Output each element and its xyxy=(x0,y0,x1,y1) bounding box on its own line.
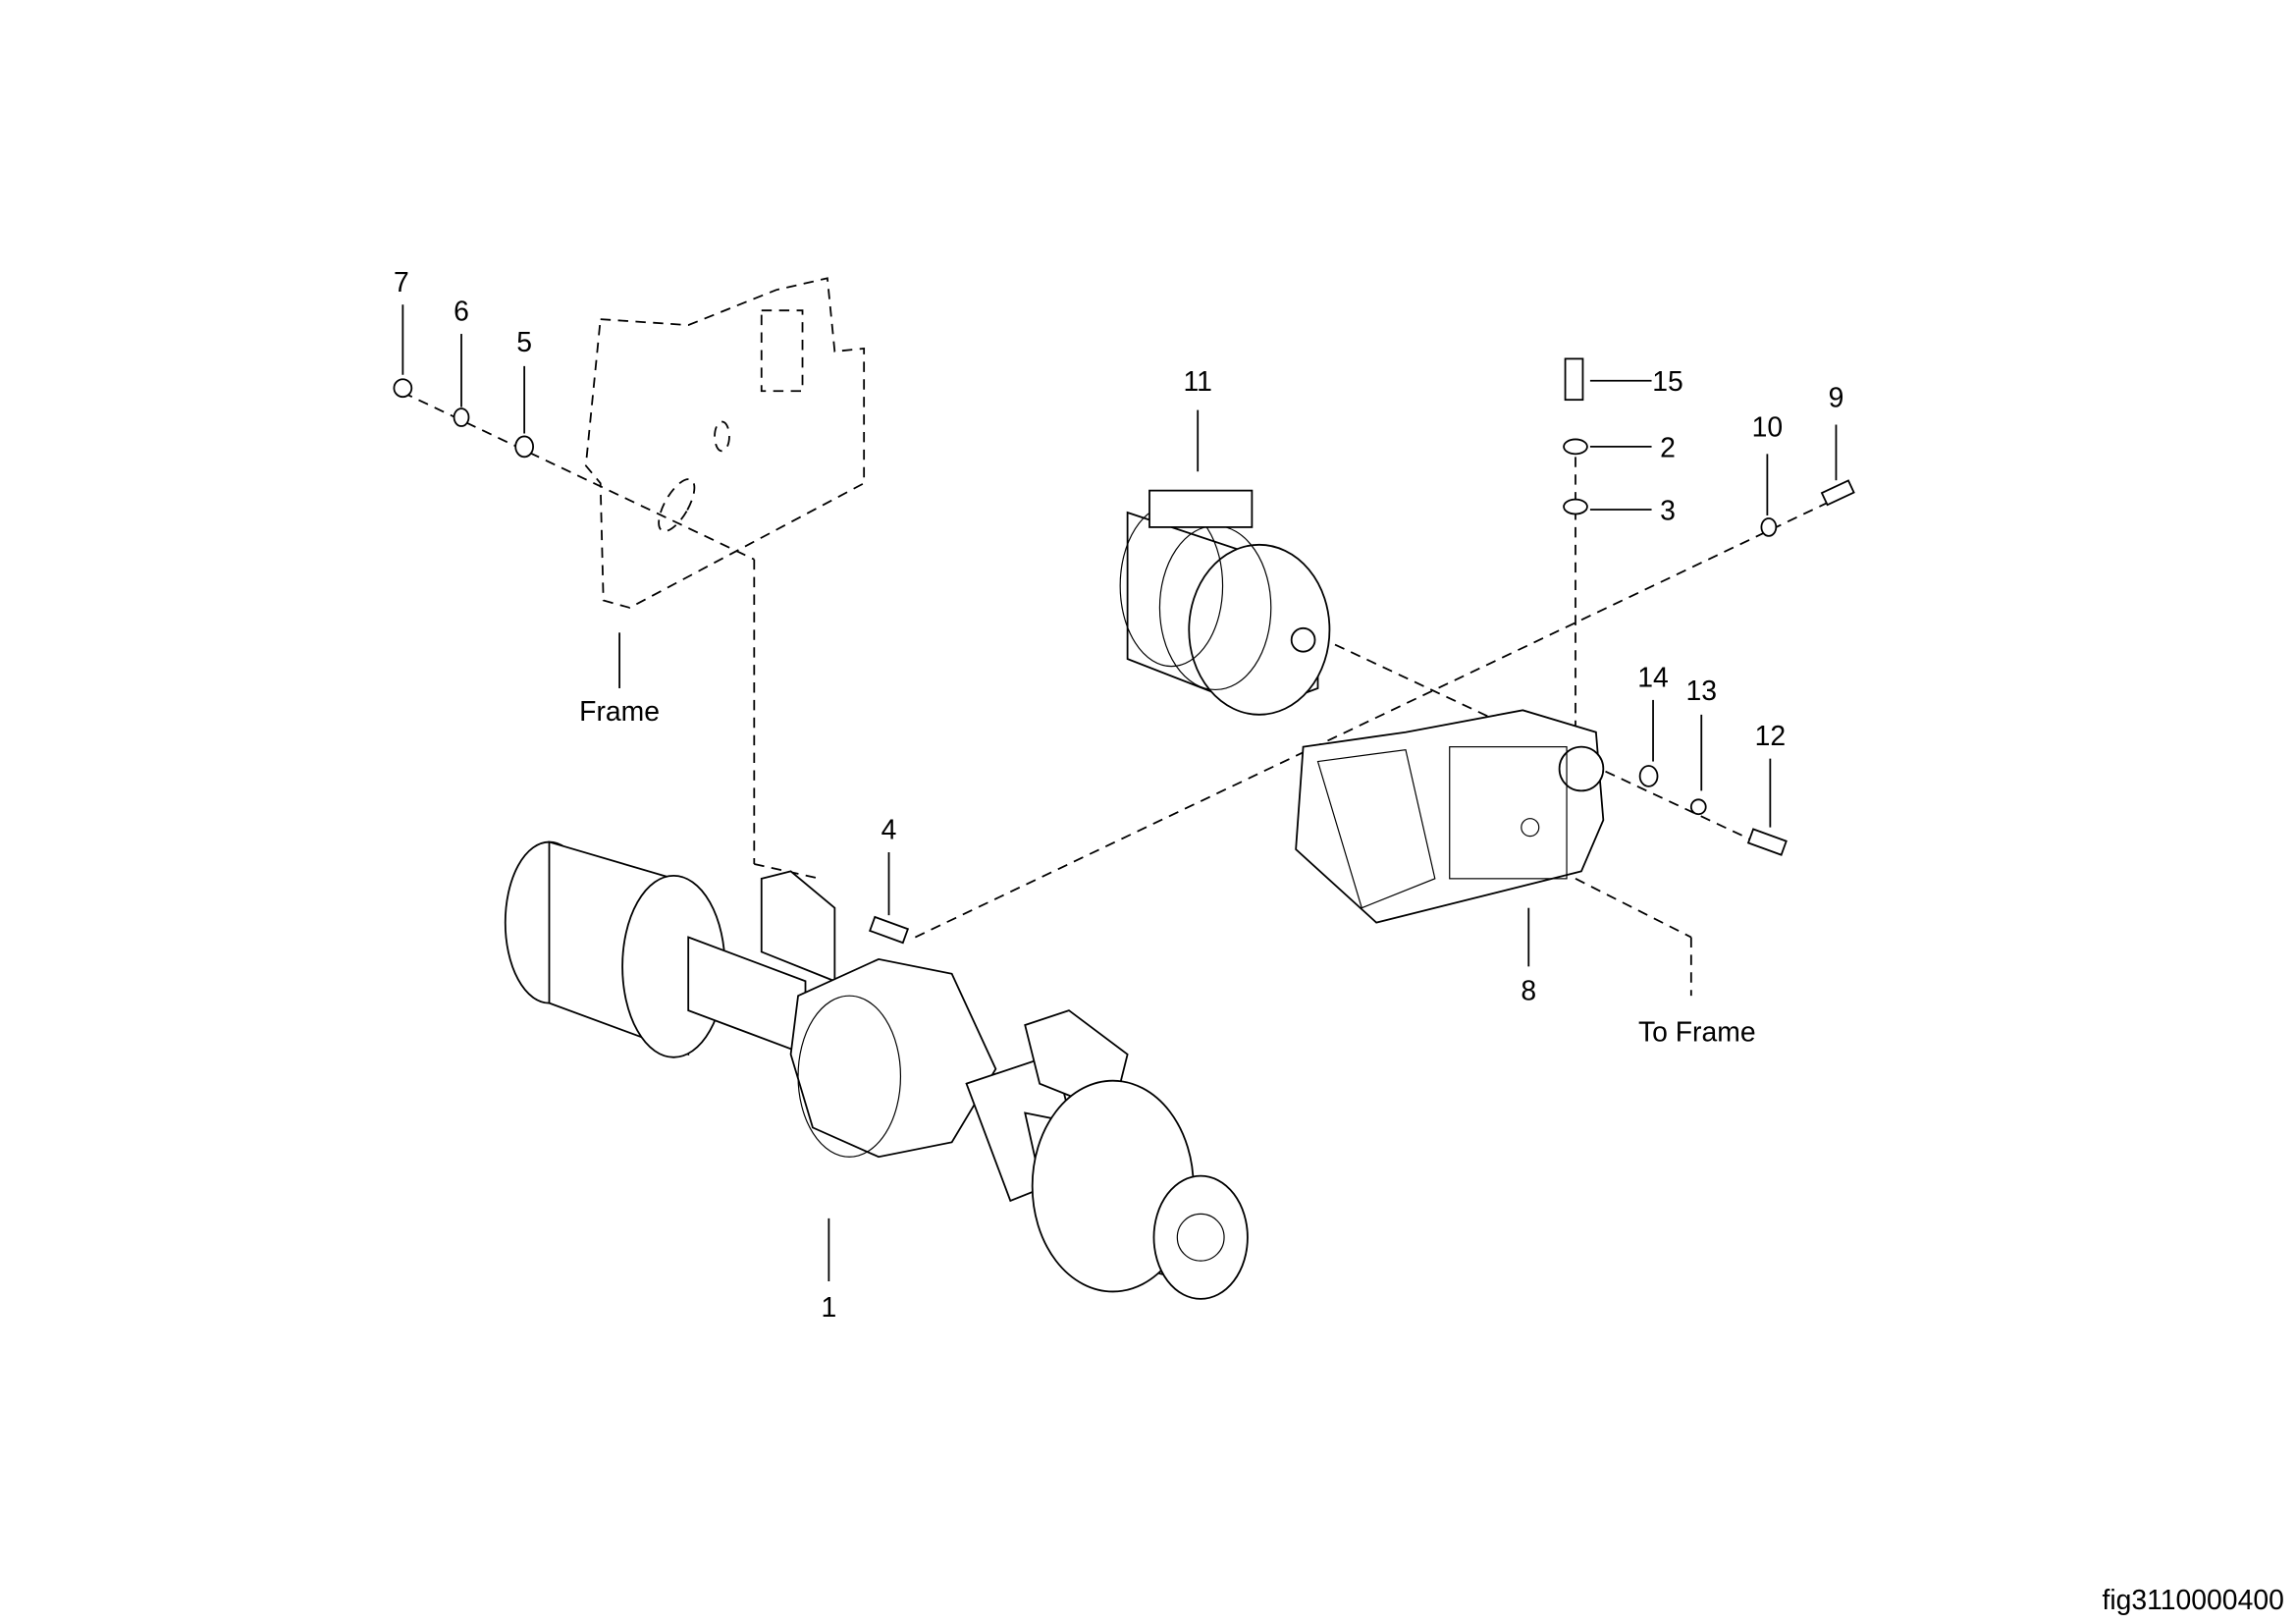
callout-7: 7 xyxy=(394,267,409,298)
callout-8: 8 xyxy=(1521,976,1536,1007)
figure-id: fig3110000400 xyxy=(2102,1585,2283,1616)
to-frame-label: To Frame xyxy=(1638,1016,1756,1048)
callout-6: 6 xyxy=(454,297,469,328)
callout-3: 3 xyxy=(1660,495,1676,526)
callout-13: 13 xyxy=(1686,676,1718,707)
callouts: 7 6 5 11 15 2 3 10 9 14 13 12 4 8 1 Fram… xyxy=(394,267,2284,1616)
callout-10: 10 xyxy=(1752,411,1784,443)
axle xyxy=(504,840,1249,1300)
callout-11: 11 xyxy=(1183,366,1211,398)
gearbox xyxy=(1295,709,1605,924)
frame-plate xyxy=(584,277,866,609)
callout-14: 14 xyxy=(1637,662,1669,693)
callout-9: 9 xyxy=(1829,383,1844,414)
callout-12: 12 xyxy=(1755,721,1787,752)
hardware xyxy=(393,357,1855,945)
callout-2: 2 xyxy=(1660,432,1676,463)
callout-5: 5 xyxy=(516,327,532,358)
frame-label: Frame xyxy=(579,696,660,728)
leader-lines xyxy=(401,304,1838,1282)
callout-1: 1 xyxy=(821,1292,836,1324)
callout-4: 4 xyxy=(881,815,897,846)
callout-15: 15 xyxy=(1652,366,1683,398)
motor xyxy=(1119,489,1331,716)
